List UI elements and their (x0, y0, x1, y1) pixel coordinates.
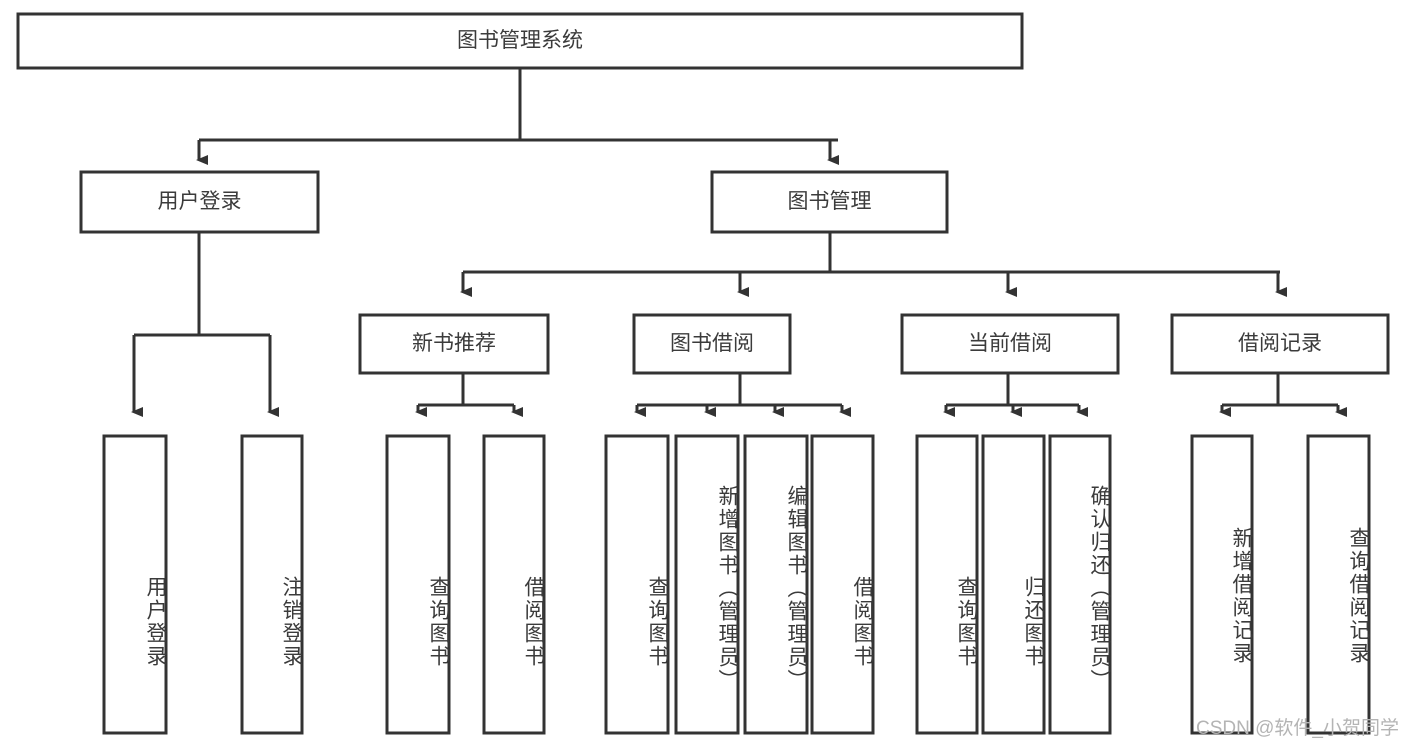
node-box-leaf-confirm-return[interactable] (1048, 434, 1112, 735)
node-box-leaf-query-borrow-record[interactable] (1306, 434, 1371, 735)
node-box-leaf-borrow-book-2[interactable] (810, 434, 875, 735)
node-box-borrow-record[interactable] (1170, 313, 1390, 375)
node-box-leaf-query-book-2[interactable] (604, 434, 670, 735)
edge-group-book-manage (460, 232, 1287, 297)
edge-group-user-login (131, 232, 279, 417)
node-box-root[interactable] (16, 12, 1024, 70)
node-box-leaf-add-book[interactable] (674, 434, 740, 735)
node-box-leaf-add-borrow-record[interactable] (1190, 434, 1254, 735)
node-box-leaf-edit-book[interactable] (743, 434, 809, 735)
edge-group-borrow-record (1219, 373, 1347, 417)
node-box-leaf-return-book[interactable] (981, 434, 1046, 735)
node-box-book-manage[interactable] (710, 170, 949, 234)
node-box-current-borrow[interactable] (900, 313, 1120, 375)
node-box-leaf-logout-login[interactable] (240, 434, 304, 735)
node-box-book-borrow[interactable] (632, 313, 792, 375)
node-box-new-book-recommend[interactable] (358, 313, 550, 375)
edge-group-new-book-recommend (415, 373, 523, 417)
node-box-leaf-borrow-book-1[interactable] (482, 434, 546, 735)
node-box-leaf-user-login[interactable] (102, 434, 168, 735)
node-box-leaf-query-book-3[interactable] (915, 434, 979, 735)
edge-group-root (196, 68, 839, 165)
node-box-user-login[interactable] (79, 170, 320, 234)
edge-group-current-borrow (943, 373, 1088, 417)
edge-group-book-borrow (634, 373, 851, 417)
node-box-leaf-query-book-1[interactable] (385, 434, 451, 735)
